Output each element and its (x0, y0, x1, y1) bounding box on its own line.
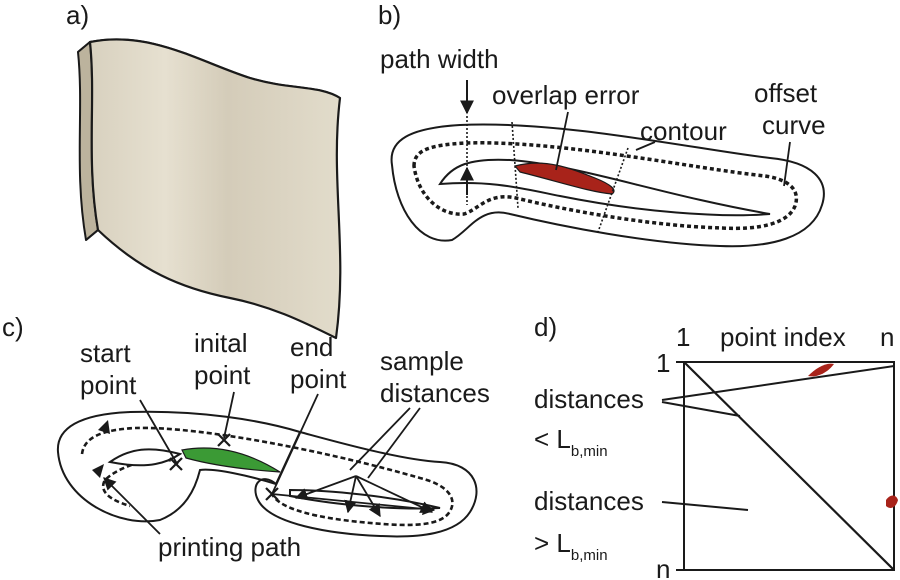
initial-point-label-1: inital (194, 328, 247, 358)
offset-curve-label-1: offset (754, 78, 818, 108)
start-point-marker (169, 457, 183, 471)
distance-blob-top (808, 363, 834, 377)
start-point-label-1: start (80, 338, 131, 368)
x-axis-end: n (880, 322, 894, 352)
sample-distance-arrows (271, 475, 436, 518)
sample-distances-leader-1 (349, 407, 411, 471)
overlap-error-label: overlap error (492, 80, 640, 110)
printing-path-label: printing path (158, 532, 301, 562)
start-point-label-2: point (80, 370, 137, 400)
distances-lt-leader-2 (661, 401, 741, 417)
panel-a: a) (66, 0, 342, 340)
distances-lt-symbol: < Lb,min (534, 424, 608, 460)
distances-gt-symbol: > Lb,min (534, 528, 608, 564)
contour-left (56, 410, 302, 523)
y-axis-start: 1 (656, 348, 670, 378)
distances-gt-leader (661, 501, 749, 511)
initial-point-marker (217, 433, 231, 447)
sample-distances-label-1: sample (380, 346, 464, 376)
offset-curve (412, 141, 799, 231)
x-axis-label: point index (720, 322, 846, 352)
contour-leader (635, 141, 656, 151)
inner-slit-right (289, 488, 441, 510)
panel-b-tag: b) (378, 0, 401, 30)
distances-lt-label: distances (534, 384, 644, 414)
overlap-error-leader (555, 111, 569, 171)
contour-outline (390, 123, 825, 248)
initial-segment (181, 447, 281, 473)
sample-distances-label-2: distances (380, 378, 490, 408)
panel-c-tag: c) (2, 312, 24, 342)
contour-label: contour (640, 116, 727, 146)
panel-a-tag: a) (66, 0, 89, 30)
matrix-diagonal (683, 361, 895, 571)
x-axis-start: 1 (676, 322, 690, 352)
contour-right (254, 431, 478, 538)
initial-point-label-2: point (194, 360, 251, 390)
overlap-error-region (513, 162, 615, 195)
y-axis-end: n (656, 554, 670, 580)
start-point-leader (139, 399, 177, 463)
distances-gt-label: distances (534, 486, 644, 516)
offset-curve-leader (783, 141, 791, 187)
path-arrowhead-1 (98, 420, 110, 434)
matrix-frame (683, 361, 895, 571)
initial-point-leader (223, 391, 235, 439)
end-point-label-2: point (290, 364, 347, 394)
inner-slit-left (107, 448, 183, 467)
sample-distances-leader-2 (367, 407, 421, 479)
offset-curve-label-2: curve (762, 110, 826, 140)
end-point-leader (271, 393, 319, 495)
panel-c: c) start point inital point (2, 312, 490, 562)
curved-wall-3d (77, 38, 342, 340)
distance-blob-right (886, 495, 898, 508)
path-arrowhead-2 (92, 464, 104, 478)
section-line-3 (597, 147, 629, 233)
distances-lt-leader-1 (661, 365, 895, 401)
printing-path-leader (103, 477, 161, 535)
panel-d-tag: d) (534, 312, 557, 342)
panel-b: b) path width overlap error contour offs… (378, 0, 826, 248)
path-width-label: path width (380, 44, 499, 74)
end-point-label-1: end (290, 332, 333, 362)
panel-d: d) 1 point index n 1 n distances < Lb,mi… (534, 312, 898, 580)
